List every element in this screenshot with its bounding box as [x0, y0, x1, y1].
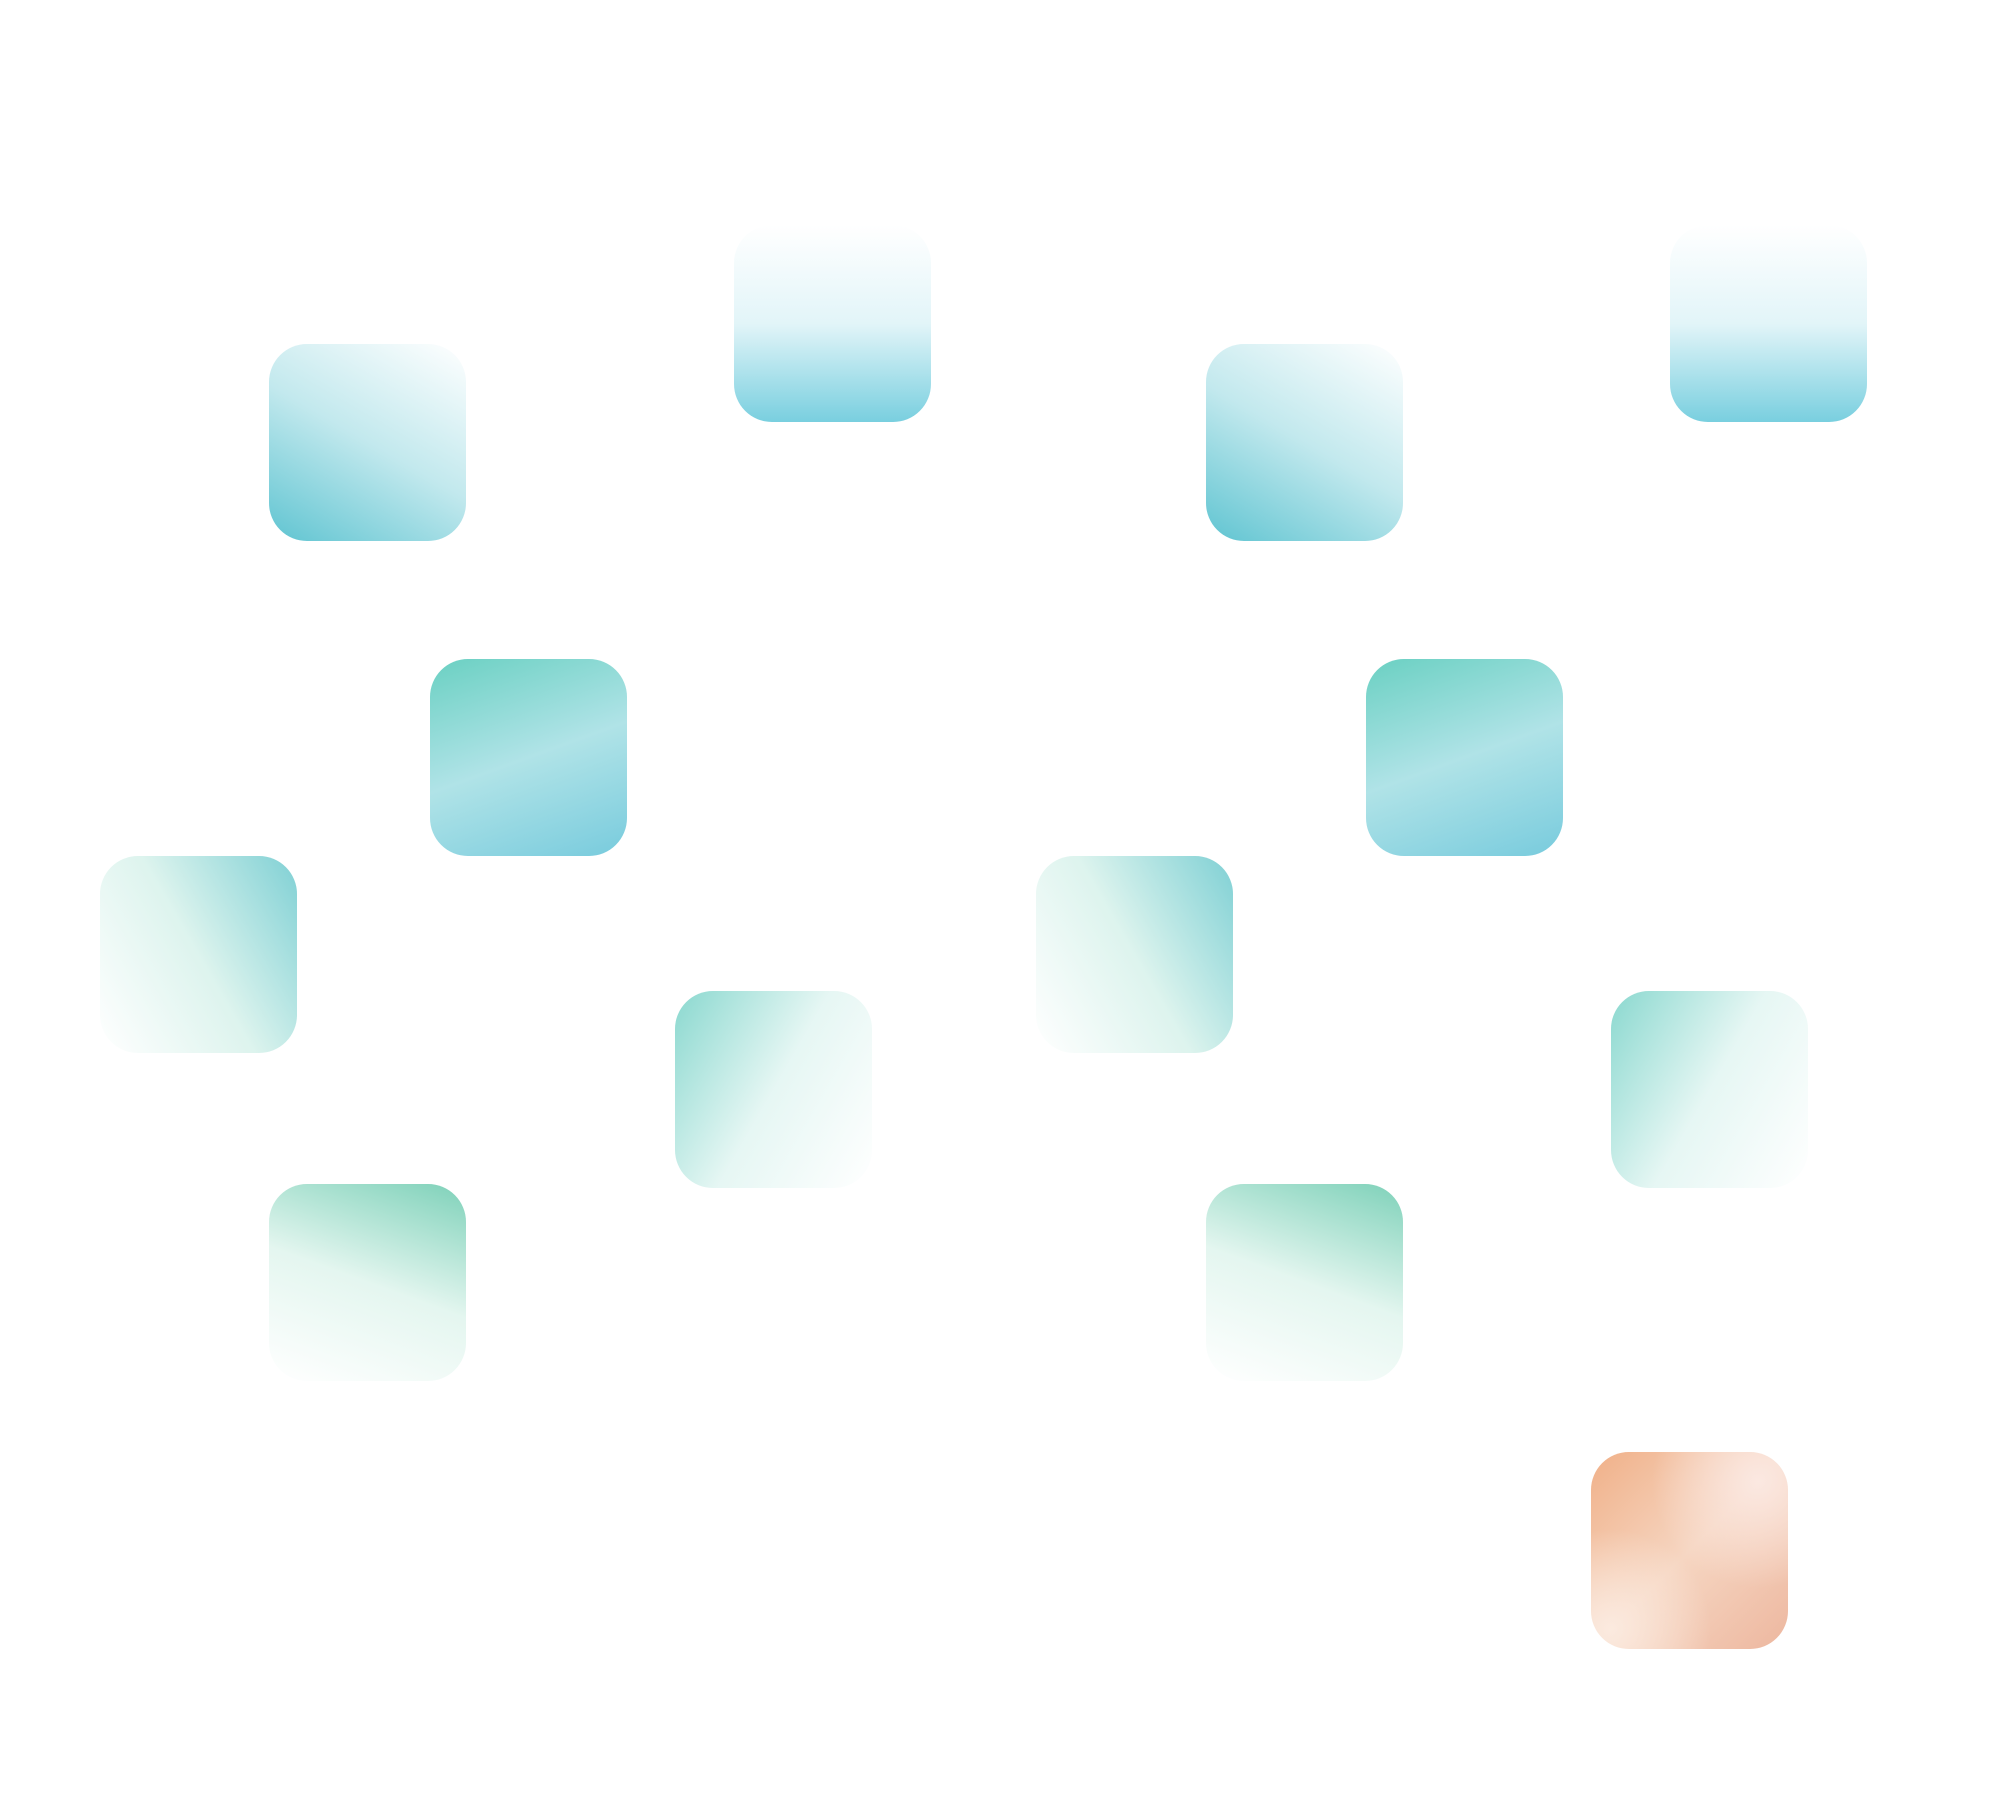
gradient-tile [1366, 659, 1563, 856]
gradient-tile [269, 344, 466, 541]
gradient-tile [269, 1184, 466, 1381]
accent-tile [1591, 1452, 1788, 1649]
gradient-tile [675, 991, 872, 1188]
gradient-tile [1670, 225, 1867, 422]
gradient-tile [1036, 856, 1233, 1053]
gradient-tile [734, 225, 931, 422]
gradient-tile [1206, 1184, 1403, 1381]
gradient-tile [430, 659, 627, 856]
gradient-tile [1206, 344, 1403, 541]
gradient-tile [100, 856, 297, 1053]
gradient-tile [1611, 991, 1808, 1188]
